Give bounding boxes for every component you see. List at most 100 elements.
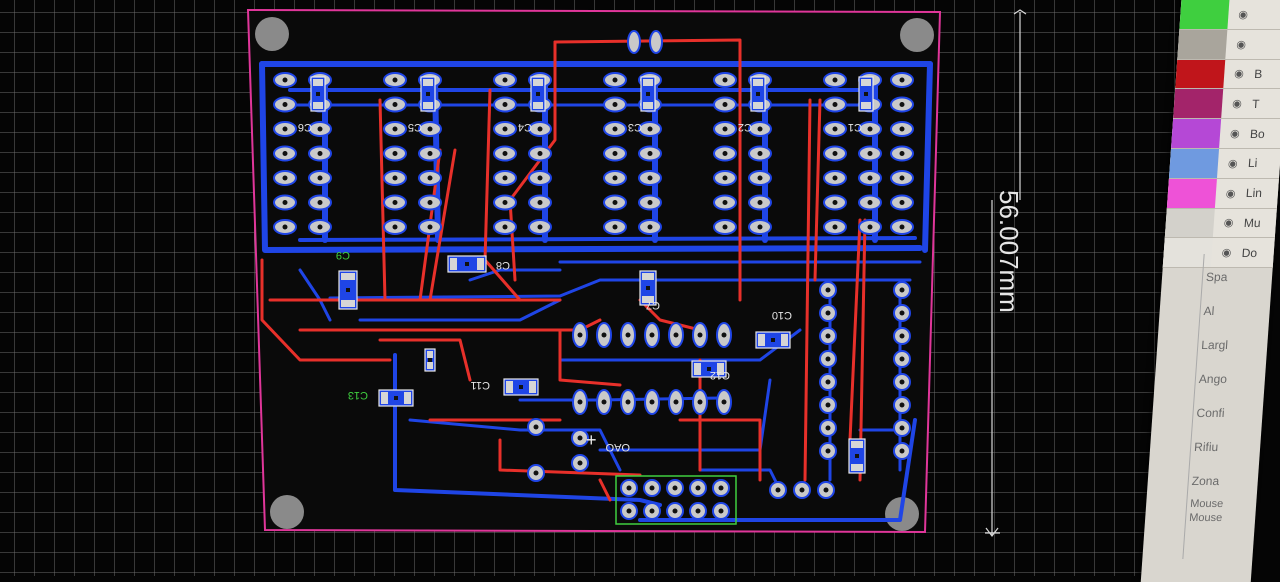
eye-icon[interactable]: ◉ [1223, 217, 1234, 230]
drill-hole [537, 224, 543, 230]
layer-row[interactable]: ◉ Bo [1171, 119, 1280, 149]
prop-fill[interactable]: Rifiu [1193, 440, 1219, 454]
prop-zone[interactable]: Zona [1191, 474, 1220, 488]
smd-capacitor[interactable] [338, 270, 358, 310]
layer-label: Bo [1249, 126, 1266, 141]
drill-hole [601, 399, 607, 405]
drill-hole [649, 399, 655, 405]
eye-icon[interactable]: ◉ [1237, 8, 1249, 21]
drill-hole [722, 126, 728, 132]
layer-row[interactable]: ◉ [1177, 29, 1280, 60]
eye-icon[interactable]: ◉ [1233, 68, 1245, 81]
drill-hole [282, 175, 288, 181]
smd-capacitor[interactable] [378, 389, 414, 407]
drill-hole [502, 77, 508, 83]
eye-icon[interactable]: ◉ [1235, 38, 1247, 51]
drill-hole [695, 508, 701, 514]
smd-capacitor[interactable] [750, 76, 766, 112]
smd-resistor[interactable] [424, 348, 436, 372]
smd-capacitor[interactable] [858, 76, 874, 112]
drill-hole [282, 200, 288, 205]
drill-hole [392, 151, 398, 156]
drill-hole [722, 102, 728, 107]
drill-hole [825, 310, 831, 316]
label-c4: C4 [518, 121, 532, 133]
layer-row[interactable]: ◉B [1175, 59, 1280, 90]
eye-icon[interactable]: ◉ [1231, 98, 1243, 111]
drill-hole [799, 487, 805, 493]
drill-hole [282, 224, 288, 230]
smd-capacitor[interactable] [420, 76, 436, 112]
smd-capacitor[interactable] [530, 76, 546, 112]
layers-list: ◉ ◉ ◉B ◉T ◉Bo ◉Li ◉Lin ◉Mu ◉Do [1162, 0, 1280, 269]
layer-row[interactable]: ◉T [1173, 89, 1280, 120]
drill-hole [825, 379, 831, 385]
drill-hole [282, 126, 288, 132]
eye-icon[interactable]: ◉ [1225, 187, 1236, 200]
label-c2: C2 [738, 121, 752, 133]
drill-hole [502, 102, 508, 107]
drill-hole [721, 399, 727, 405]
smd-capacitor[interactable] [639, 270, 657, 306]
drill-hole [722, 224, 728, 230]
drill-hole [649, 508, 655, 514]
layer-row[interactable]: ◉ [1179, 0, 1280, 30]
drill-hole [899, 356, 905, 362]
mounting-hole [255, 17, 289, 51]
drill-hole [502, 224, 508, 230]
smd-capacitor[interactable] [848, 438, 866, 474]
prop-config[interactable]: Confi [1196, 406, 1226, 420]
eye-icon[interactable]: ◉ [1227, 157, 1239, 170]
layer-row[interactable]: ◉Lin [1166, 178, 1279, 209]
smd-capacitor[interactable] [503, 378, 539, 396]
prop-al[interactable]: Al [1203, 304, 1215, 318]
prop-angle[interactable]: Ango [1198, 372, 1228, 386]
prop-spacing[interactable]: Spa [1205, 270, 1228, 284]
drill-hole [823, 487, 829, 493]
layer-swatch [1171, 119, 1222, 148]
dimension[interactable] [985, 9, 1027, 537]
layer-row[interactable]: ◉Li [1168, 148, 1280, 179]
drill-hole [537, 151, 543, 156]
dimension-label: 56.007mm [994, 190, 1024, 313]
drill-hole [899, 333, 905, 339]
prop-width[interactable]: Largl [1200, 338, 1229, 352]
drill-hole [899, 379, 905, 385]
drill-hole [722, 151, 728, 156]
drill-hole [612, 102, 618, 107]
smd-capacitor[interactable] [691, 360, 727, 378]
drill-hole [825, 287, 831, 293]
drill-hole [392, 102, 398, 107]
drill-hole [537, 175, 543, 181]
drill-hole [626, 508, 632, 514]
drill-hole [533, 470, 539, 476]
layer-row[interactable]: ◉ Mu [1164, 208, 1277, 239]
connector-outline [615, 475, 737, 525]
drill-hole [427, 200, 433, 205]
layer-label: Mu [1243, 215, 1262, 230]
crystal-pad [627, 30, 641, 54]
drill-hole [695, 485, 701, 491]
smd-capacitor[interactable] [755, 331, 791, 349]
silkscreen: C6 C5 C4 C3 C2 C1 C9 C8 C7 C10 C11 C12 C… [298, 121, 862, 453]
drill-hole [825, 448, 831, 454]
drill-hole [502, 200, 508, 205]
drill-hole [317, 200, 323, 205]
label-c5: C5 [408, 121, 422, 133]
smd-capacitor[interactable] [447, 255, 487, 273]
drill-hole [672, 508, 678, 514]
drill-hole [825, 333, 831, 339]
eye-icon[interactable]: ◉ [1229, 128, 1241, 141]
drill-hole [899, 310, 905, 316]
drill-hole [832, 77, 838, 83]
drill-hole [612, 77, 618, 83]
drill-hole [427, 224, 433, 230]
drill-hole [899, 151, 905, 156]
drill-hole [392, 224, 398, 230]
drill-hole [757, 126, 763, 132]
smd-capacitor[interactable] [310, 76, 326, 112]
drill-hole [625, 399, 631, 405]
smd-capacitor[interactable] [640, 76, 656, 112]
smd-components[interactable] [310, 76, 874, 474]
